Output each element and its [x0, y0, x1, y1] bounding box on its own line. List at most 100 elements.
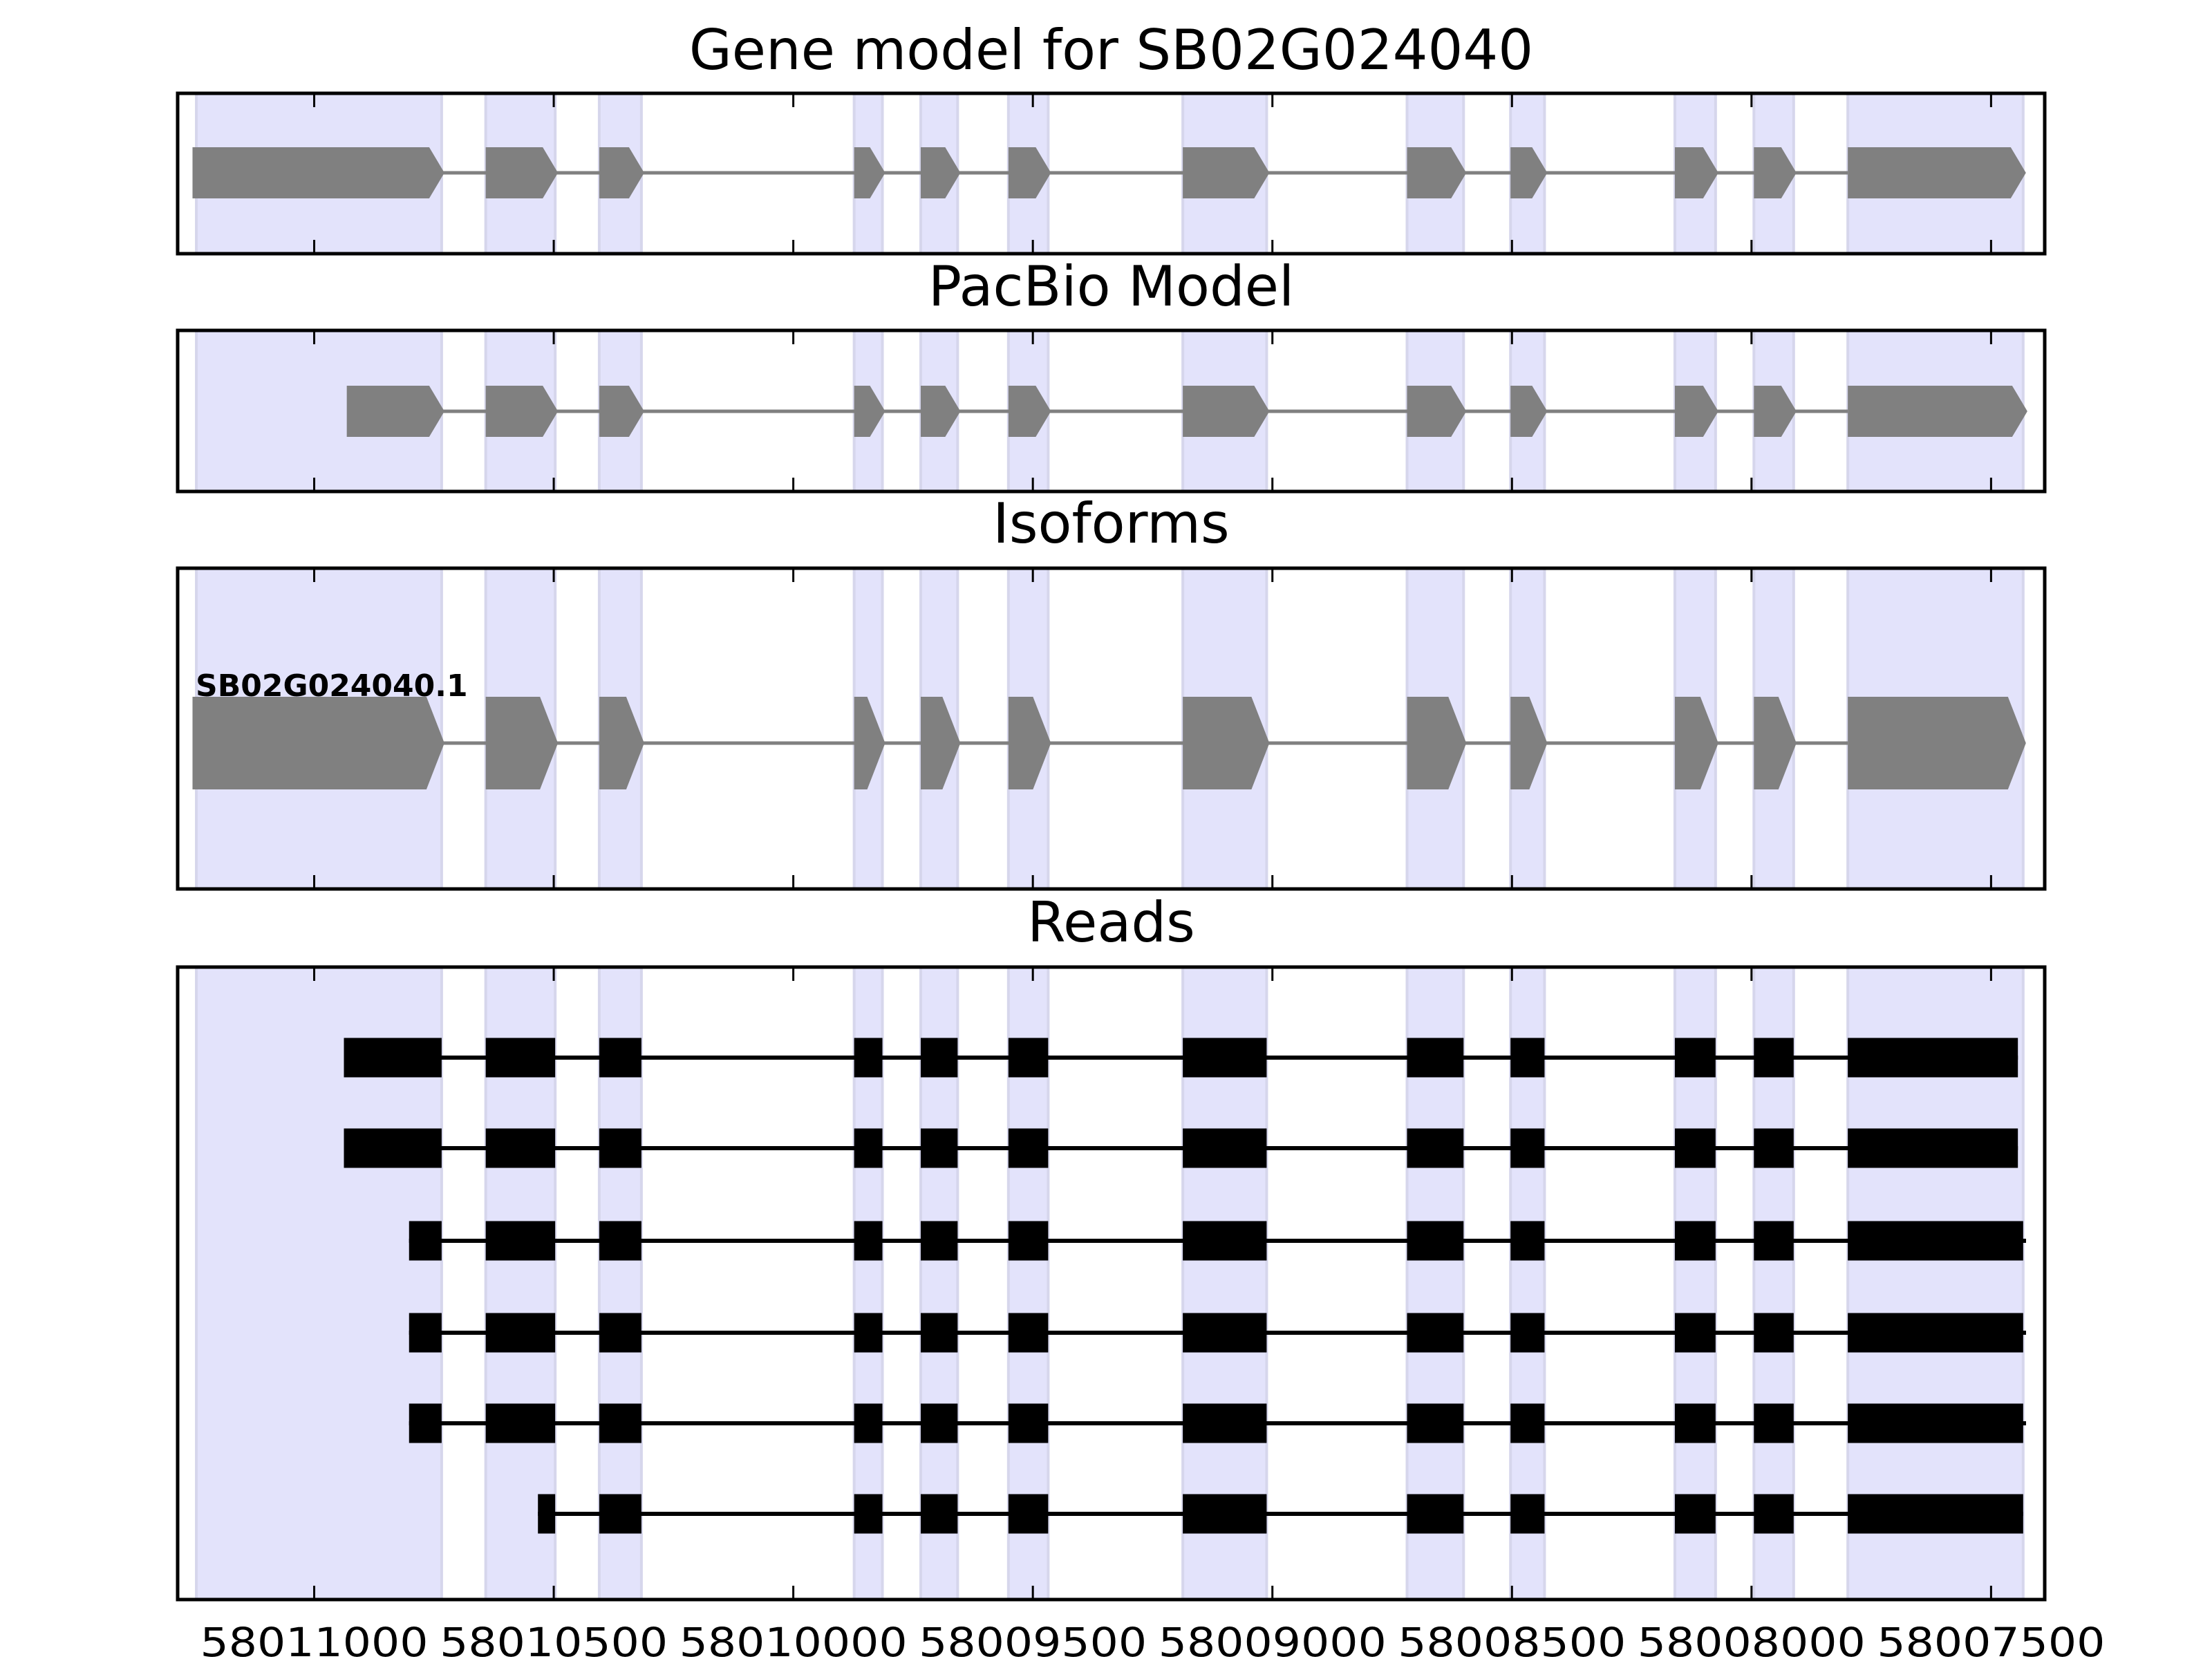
exon-arrow — [1674, 386, 1718, 437]
read-exon — [854, 1403, 883, 1443]
exon-arrow — [1407, 147, 1467, 198]
panel-reads: Reads — [176, 890, 2047, 1602]
exon-arrow — [1754, 386, 1797, 437]
x-tick-label: 58008500 — [1398, 1619, 1626, 1659]
exon-arrow — [485, 697, 559, 789]
read-exon — [1407, 1313, 1464, 1353]
read-exon — [1754, 1313, 1794, 1353]
read-exon — [854, 1221, 883, 1261]
read-exon — [1183, 1038, 1267, 1078]
x-tick-label: 58011000 — [200, 1619, 429, 1659]
read-exon — [1674, 1403, 1716, 1443]
read-exon — [920, 1403, 958, 1443]
read-exon — [1510, 1313, 1545, 1353]
read-exon — [854, 1038, 883, 1078]
exon-arrow — [1008, 386, 1051, 437]
read-exon — [920, 1038, 958, 1078]
read-exon — [1848, 1221, 2023, 1261]
read-exon — [1674, 1313, 1716, 1353]
exon-arrow — [920, 147, 961, 198]
exon-arrow — [1008, 147, 1051, 198]
read-exon — [1848, 1038, 2018, 1078]
read-exon — [1848, 1494, 2023, 1534]
exon-arrow — [346, 386, 444, 437]
read-exon — [1407, 1494, 1464, 1534]
exon-arrow — [1848, 386, 2027, 437]
read-exon — [485, 1128, 556, 1168]
exon-arrow — [920, 386, 961, 437]
read-exon — [920, 1313, 958, 1353]
panel-model: PacBio Model — [176, 254, 2047, 494]
read-exon — [1008, 1128, 1049, 1168]
read-exon — [1008, 1313, 1049, 1353]
read-exon — [1008, 1038, 1049, 1078]
panel-model: Gene model for SB02G024040 — [176, 18, 2047, 256]
read-exon — [485, 1313, 556, 1353]
read-exon — [344, 1038, 442, 1078]
exon-arrow — [1848, 147, 2026, 198]
x-tick-label: 58010000 — [679, 1619, 908, 1659]
exon-arrow — [599, 697, 644, 789]
read-exon — [599, 1403, 641, 1443]
read-exon — [1183, 1128, 1267, 1168]
exon-arrow — [1510, 697, 1548, 789]
read-exon — [920, 1128, 958, 1168]
read-exon — [920, 1494, 958, 1534]
exon-arrow — [1008, 697, 1051, 789]
read-exon — [854, 1313, 883, 1353]
read-exon — [1008, 1494, 1049, 1534]
read-exon — [1754, 1128, 1794, 1168]
exon-arrow — [485, 147, 559, 198]
read-exon — [599, 1494, 641, 1534]
exon-arrow — [192, 697, 444, 789]
read-exon — [599, 1128, 641, 1168]
x-tick-label: 58010500 — [440, 1619, 668, 1659]
read-exon — [1754, 1221, 1794, 1261]
isoform-label: SB02G024040.1 — [196, 668, 468, 704]
read-exon — [1407, 1128, 1464, 1168]
panel-title: PacBio Model — [928, 254, 1294, 319]
exon-arrow — [1407, 697, 1467, 789]
read-exon — [1754, 1038, 1794, 1078]
read-exon — [854, 1494, 883, 1534]
panel-title: Reads — [1027, 890, 1195, 955]
panel-frame — [176, 91, 2047, 256]
read-exon — [1407, 1403, 1464, 1443]
read-exon — [1674, 1221, 1716, 1261]
exon-arrow — [854, 697, 885, 789]
exon-arrow — [1674, 697, 1718, 789]
exon-arrow — [920, 697, 961, 789]
exon-arrow — [599, 386, 644, 437]
x-tick-label: 58007500 — [1877, 1619, 2105, 1659]
exon-arrow — [1183, 147, 1270, 198]
exon-arrow — [599, 147, 644, 198]
read-exon — [1674, 1128, 1716, 1168]
read-exon — [920, 1221, 958, 1261]
panel-title: Isoforms — [993, 491, 1229, 556]
read-exon — [1510, 1403, 1545, 1443]
read-exon — [1008, 1403, 1049, 1443]
read-exon — [1674, 1038, 1716, 1078]
panel-frame — [176, 566, 2047, 891]
read-exon — [485, 1403, 556, 1443]
exon-arrow — [1754, 697, 1797, 789]
x-tick-label: 58009000 — [1159, 1619, 1387, 1659]
read-exon — [599, 1313, 641, 1353]
read-exon — [1848, 1313, 2023, 1353]
read-exon — [1510, 1128, 1545, 1168]
exon-arrow — [1754, 147, 1797, 198]
exon-arrow — [1407, 386, 1467, 437]
read-exon — [1008, 1221, 1049, 1261]
read-exon — [1754, 1403, 1794, 1443]
read — [344, 1038, 2018, 1078]
read — [409, 1221, 2026, 1261]
read-exon — [1848, 1128, 2018, 1168]
read-exon — [1407, 1038, 1464, 1078]
exon-arrow — [485, 386, 559, 437]
read-exon — [409, 1221, 442, 1261]
read-exon — [485, 1221, 556, 1261]
read-exon — [1754, 1494, 1794, 1534]
exon-arrow — [1510, 386, 1548, 437]
read-exon — [1183, 1221, 1267, 1261]
